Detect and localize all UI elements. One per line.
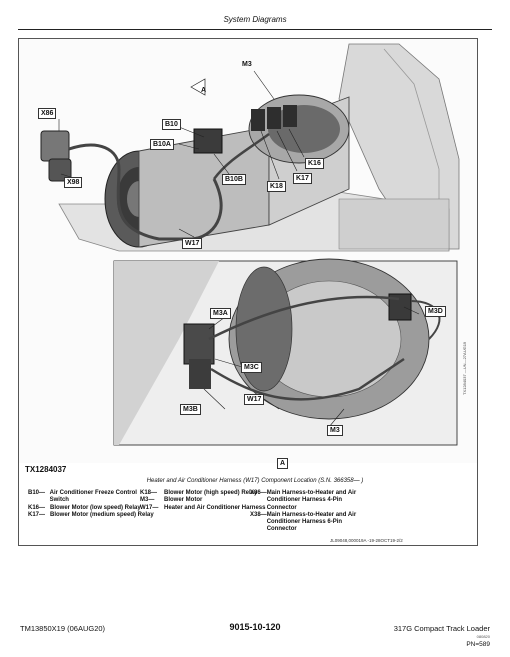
callout-b10a: B10A — [150, 139, 174, 150]
callout-m3b: M3B — [180, 404, 201, 415]
figure-id: TX1284037 — [25, 465, 67, 474]
callout-m3a: M3A — [210, 308, 231, 319]
footer-manual-id: TM13850X19 (06AUG20) — [20, 624, 106, 633]
figure-caption: Heater and Air Conditioner Harness (W17)… — [146, 478, 364, 484]
legend-item: X86—Main Harness-to-Heater and Air Condi… — [250, 490, 357, 511]
footer-model: 317G Compact Track Loader — [393, 624, 490, 633]
footer-date-code: 080820 — [476, 634, 490, 639]
callout-x86: X86 — [38, 108, 57, 119]
callout-b10b: B10B — [222, 174, 246, 185]
callout-view-a-top: A — [201, 87, 207, 94]
callout-k16: K16 — [305, 158, 324, 169]
legend-item: K17—Blower Motor (medium speed) Relay — [28, 511, 154, 518]
callout-x98: X98 — [64, 177, 83, 188]
callout-w17-top: W17 — [182, 238, 203, 249]
legend-item: M3—Blower Motor — [140, 497, 203, 504]
callout-m3c: M3C — [241, 362, 262, 373]
callout-k18: K18 — [267, 181, 286, 192]
callout-m3-top: M3 — [242, 61, 252, 68]
callout-view-a-inset: A — [277, 458, 289, 469]
footer-page-number: PN=589 — [466, 641, 490, 648]
page-header-title: System Diagrams — [223, 15, 287, 24]
callout-k17: K17 — [293, 173, 312, 184]
legend-column-1: B10—Air Conditioner Freeze Control Switc… — [28, 490, 156, 519]
legend-column-3: X86—Main Harness-to-Heater and Air Condi… — [250, 490, 360, 534]
callout-m3d: M3D — [425, 306, 446, 317]
figure-frame — [18, 38, 478, 546]
legend-column-2: K18—Blower Motor (high speed) Relay M3—B… — [140, 490, 270, 512]
component-illustration — [19, 39, 477, 463]
document-reference: JL09048,000019A -19-28OCT19-2/2 — [330, 538, 403, 543]
legend-item: X38—Main Harness-to-Heater and Air Condi… — [250, 511, 357, 533]
callout-w17-inset: W17 — [244, 394, 265, 405]
legend-item: K16—Blower Motor (low speed) Relay — [28, 504, 141, 511]
legend-item: W17—Heater and Air Conditioner Harness — [140, 504, 266, 511]
callout-b10: B10 — [162, 119, 181, 130]
legend-item: K18—Blower Motor (high speed) Relay — [140, 490, 258, 496]
legend-item: B10—Air Conditioner Freeze Control Switc… — [28, 490, 137, 504]
footer-page-code: 9015-10-120 — [229, 622, 281, 632]
figure-side-code: TX1284037 —UN—27AUG19 — [462, 341, 467, 395]
callout-m3-inset: M3 — [327, 425, 343, 436]
header-divider — [18, 29, 492, 30]
